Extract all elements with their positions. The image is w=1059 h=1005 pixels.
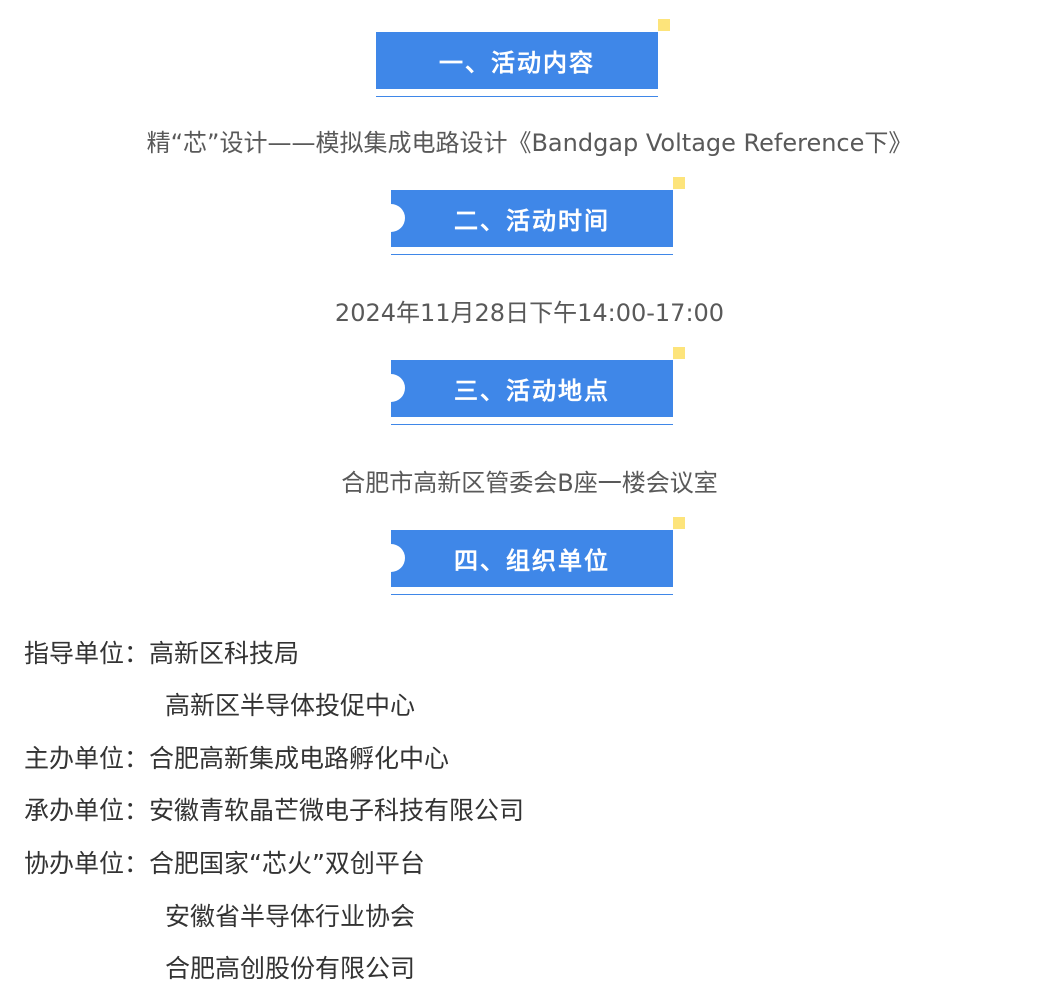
corner-decoration <box>673 177 685 189</box>
underline-divider <box>376 96 658 97</box>
section-heading-location: 三、活动地点 <box>377 347 685 425</box>
section-heading-time: 二、活动时间 <box>377 177 685 255</box>
co-unit-value-3: 合肥高创股份有限公司 <box>165 954 416 983</box>
section-title-box: 三、活动地点 <box>391 360 673 417</box>
co-unit-row: 协办单位：合肥国家“芯火”双创平台 <box>24 848 425 880</box>
underline-divider <box>391 254 673 255</box>
corner-decoration <box>658 19 670 31</box>
circle-notch-decoration <box>377 204 405 232</box>
host-unit-row: 主办单位：合肥高新集成电路孵化中心 <box>24 743 449 775</box>
section-title-box: 二、活动时间 <box>391 190 673 247</box>
section-title-box: 四、组织单位 <box>391 530 673 587</box>
section-title-box: 一、活动内容 <box>376 32 658 89</box>
activity-time-text: 2024年11月28日下午14:00-17:00 <box>334 299 725 327</box>
host-unit-value: 合肥高新集成电路孵化中心 <box>149 744 450 773</box>
section-title: 二、活动时间 <box>454 207 610 235</box>
section-title: 三、活动地点 <box>454 377 610 405</box>
corner-decoration <box>673 517 685 529</box>
section-title: 一、活动内容 <box>439 49 595 77</box>
guide-unit-label: 指导单位： <box>24 639 150 668</box>
corner-decoration <box>673 347 685 359</box>
activity-content-text: 精“芯”设计——模拟集成电路设计《Bandgap Voltage Referen… <box>146 129 913 157</box>
underline-divider <box>391 424 673 425</box>
guide-unit-value-2: 高新区半导体投促中心 <box>165 691 416 720</box>
underline-divider <box>391 594 673 595</box>
undertake-unit-row: 承办单位：安徽青软晶芒微电子科技有限公司 <box>24 795 524 827</box>
section-heading-content: 一、活动内容 <box>376 19 670 97</box>
section-heading-organizers: 四、组织单位 <box>377 517 685 595</box>
undertake-unit-value: 安徽青软晶芒微电子科技有限公司 <box>149 796 525 825</box>
guide-unit-row: 指导单位：高新区科技局 <box>24 638 299 670</box>
circle-notch-decoration <box>377 374 405 402</box>
undertake-unit-label: 承办单位： <box>24 796 150 825</box>
activity-location-text: 合肥市高新区管委会B座一楼会议室 <box>341 469 718 497</box>
co-unit-value-2: 安徽省半导体行业协会 <box>165 902 416 931</box>
circle-notch-decoration <box>377 544 405 572</box>
co-unit-value: 合肥国家“芯火”双创平台 <box>149 849 425 878</box>
host-unit-label: 主办单位： <box>24 744 150 773</box>
section-title: 四、组织单位 <box>454 547 610 575</box>
guide-unit-value: 高新区科技局 <box>149 639 300 668</box>
co-unit-label: 协办单位： <box>24 849 150 878</box>
